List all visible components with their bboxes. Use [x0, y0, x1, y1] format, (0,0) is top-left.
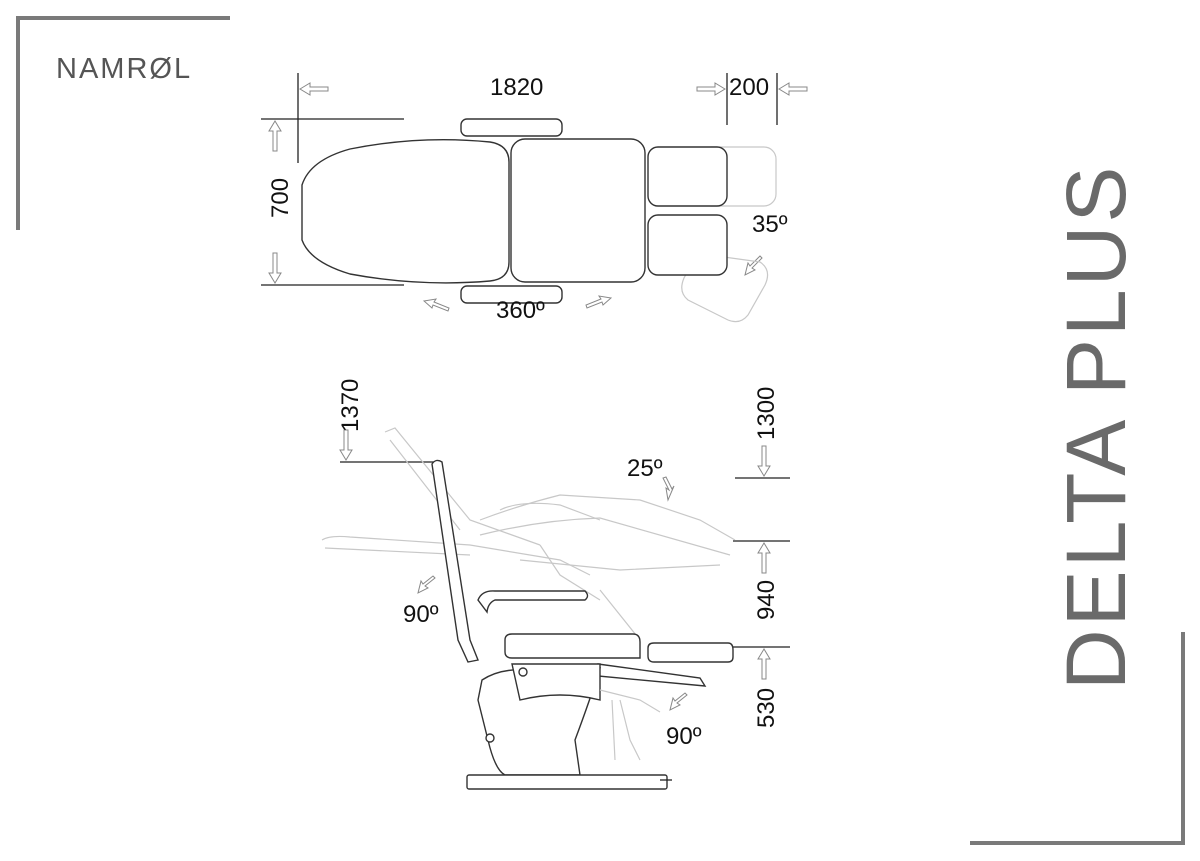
arrow-icon [757, 648, 771, 680]
arrow-icon [669, 692, 688, 711]
dim-leg-angle-side: 25º [627, 455, 663, 482]
arrow-icon [662, 476, 675, 502]
dim-back-angle: 90º [403, 601, 439, 628]
arrow-icon [339, 429, 353, 461]
brand-logo: NAMRØL [56, 53, 192, 85]
dim-leg-height: 1300 [753, 387, 780, 440]
arrow-icon [696, 82, 726, 96]
top-view [261, 73, 808, 323]
arrow-icon [268, 120, 282, 152]
arrow-icon [757, 445, 771, 477]
arrow-icon [417, 575, 436, 594]
dim-max-height: 1370 [337, 379, 364, 432]
dim-length: 1820 [490, 74, 543, 101]
side-view [321, 427, 790, 790]
arrow-icon [744, 255, 763, 276]
dim-leg-angle: 35º [752, 211, 788, 238]
arrow-icon [299, 82, 329, 96]
dim-width: 700 [267, 178, 294, 218]
arrow-icon [422, 298, 450, 312]
arrow-icon [585, 295, 613, 309]
dim-seat-height: 530 [753, 688, 780, 728]
dim-leg-extension: 200 [729, 74, 769, 101]
dim-leg-drop-angle: 90º [666, 723, 702, 750]
dim-rotation: 360º [496, 297, 545, 324]
frame-corner-bottom-right [970, 632, 1185, 845]
arrow-icon [757, 542, 771, 574]
arrow-icon [778, 82, 808, 96]
arrow-icon [268, 252, 282, 284]
product-title: DELTA PLUS [1049, 164, 1143, 690]
dim-mid-height: 940 [753, 580, 780, 620]
frame-corner-top-left [16, 16, 230, 230]
